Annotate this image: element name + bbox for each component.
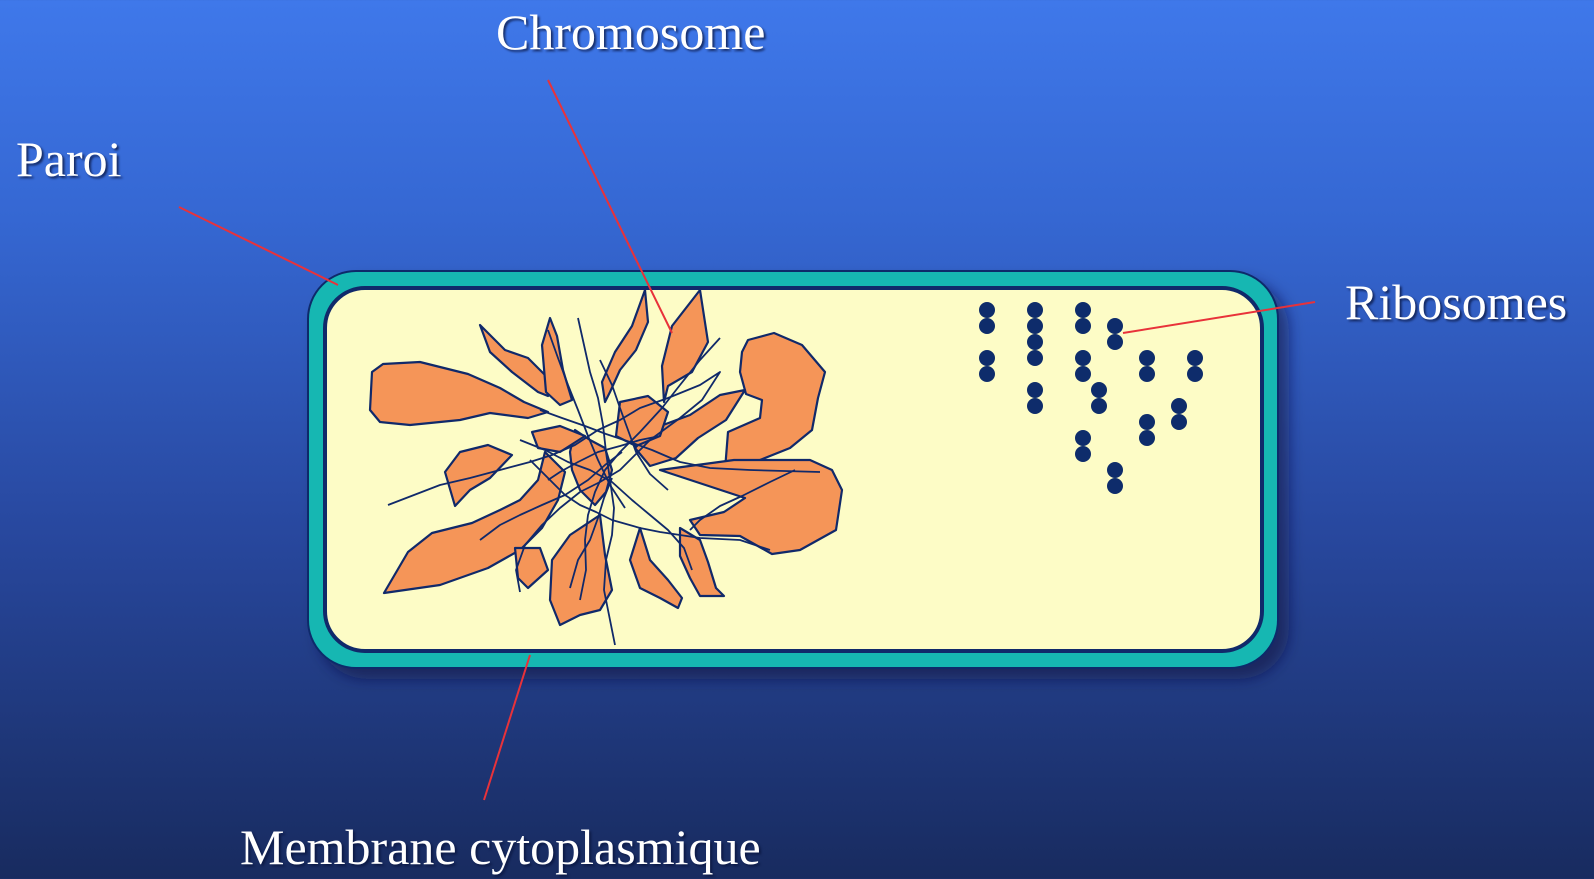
paroi-label: Paroi <box>16 134 122 184</box>
chromosome-label: Chromosome <box>496 7 765 57</box>
ribosomes-label: Ribosomes <box>1345 277 1567 327</box>
ribosome <box>1075 318 1091 334</box>
ribosome <box>1027 398 1043 414</box>
ribosome <box>1187 350 1203 366</box>
ribosome <box>1075 350 1091 366</box>
ribosome <box>1171 398 1187 414</box>
ribosome <box>1091 382 1107 398</box>
paroi-leader-line <box>179 207 338 285</box>
ribosome <box>1107 478 1123 494</box>
ribosome <box>1091 398 1107 414</box>
ribosome <box>1027 382 1043 398</box>
ribosome <box>979 366 995 382</box>
ribosome <box>1075 302 1091 318</box>
ribosome <box>1107 318 1123 334</box>
ribosome <box>1107 334 1123 350</box>
ribosome <box>1075 446 1091 462</box>
ribosome <box>1139 414 1155 430</box>
ribosome <box>979 302 995 318</box>
ribosome <box>1139 430 1155 446</box>
ribosome <box>979 350 995 366</box>
ribosome <box>1027 318 1043 334</box>
membrane-leader-line <box>484 655 530 800</box>
ribosome <box>1139 366 1155 382</box>
membrane-cytoplasmique-label: Membrane cytoplasmique <box>240 822 761 872</box>
ribosome <box>1027 334 1043 350</box>
ribosome <box>1107 462 1123 478</box>
ribosome <box>1075 366 1091 382</box>
ribosome <box>1139 350 1155 366</box>
ribosome <box>1027 350 1043 366</box>
ribosome <box>1075 430 1091 446</box>
ribosome <box>1171 414 1187 430</box>
ribosome <box>1187 366 1203 382</box>
ribosome <box>1027 302 1043 318</box>
ribosome <box>979 318 995 334</box>
